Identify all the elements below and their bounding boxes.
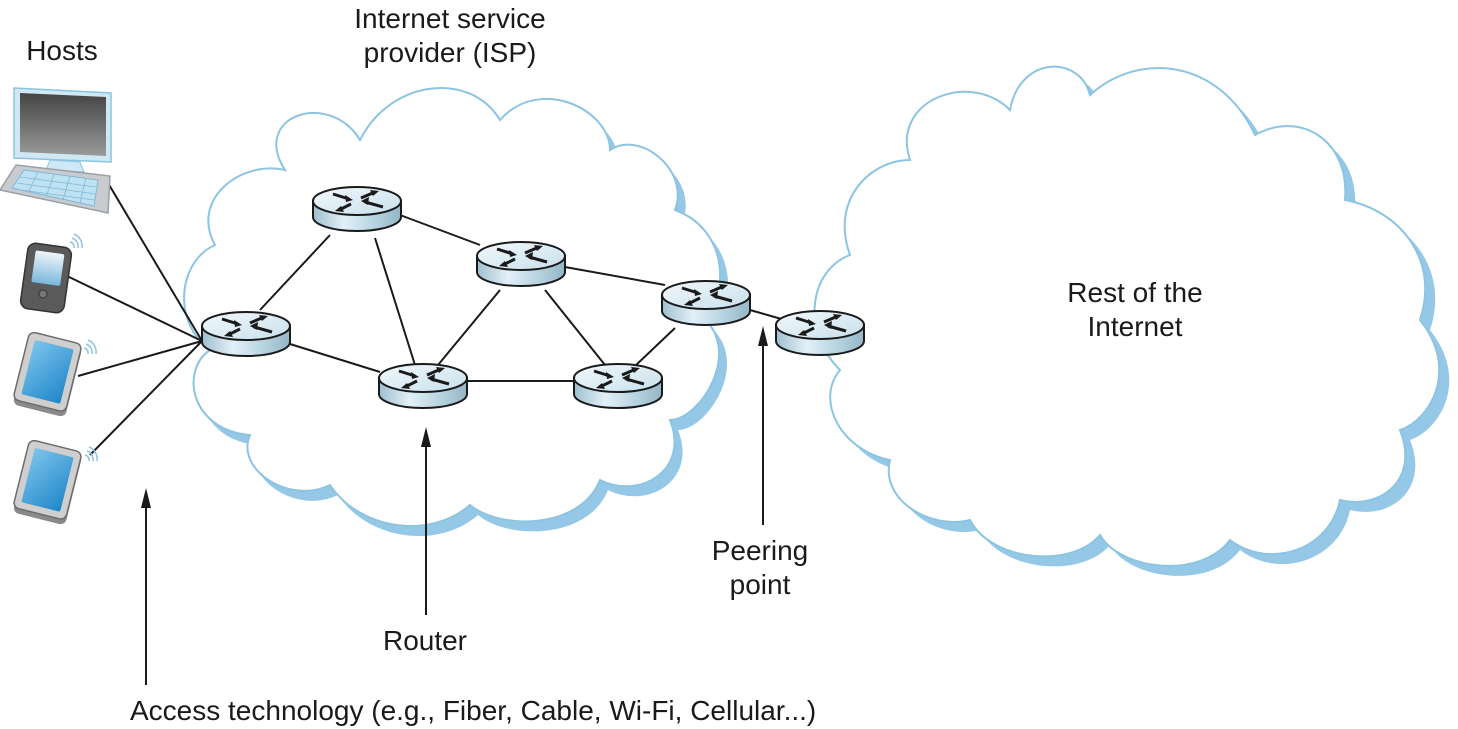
router-mid[interactable] xyxy=(475,240,567,288)
link-top-mid xyxy=(399,214,481,246)
link-mid-right xyxy=(564,266,666,286)
isp-label-line2: provider (ISP) xyxy=(363,37,537,68)
router-peer[interactable] xyxy=(774,309,866,357)
isp-label: Internet service provider (ISP) xyxy=(300,2,600,70)
router-arrow-head xyxy=(421,427,431,447)
link-edge-top xyxy=(259,234,331,311)
desktop-computer-icon[interactable] xyxy=(0,87,112,214)
link-right-peer xyxy=(749,309,786,321)
link-mid-bottomright xyxy=(544,289,606,366)
rest-label-line1: Rest of the xyxy=(1067,277,1203,308)
link-bottomright-right xyxy=(634,327,676,367)
router-bottom-right[interactable] xyxy=(572,362,664,410)
link-mid-bottom xyxy=(437,289,501,366)
tablet-icon[interactable] xyxy=(11,438,98,527)
peering-point-label: Peering point xyxy=(680,534,840,602)
isp-label-line1: Internet service xyxy=(354,3,546,34)
peering-arrow-head xyxy=(758,326,768,346)
hosts-label: Hosts xyxy=(26,35,98,66)
links xyxy=(66,182,786,456)
access-technology-label: Access technology (e.g., Fiber, Cable, W… xyxy=(130,695,817,726)
router-edge[interactable] xyxy=(200,310,292,358)
link-top-bottom xyxy=(374,237,416,366)
router-label: Router xyxy=(382,625,468,656)
isp-cloud xyxy=(183,87,729,537)
peering-label-line1: Peering xyxy=(711,535,809,566)
rest-of-internet-label: Rest of the Internet xyxy=(1010,276,1260,344)
access-arrow-head xyxy=(141,488,151,508)
link-phone-edge xyxy=(66,275,203,342)
arrows xyxy=(141,326,768,685)
peering-label-line2: point xyxy=(729,569,791,600)
tablet-icon[interactable] xyxy=(11,330,97,419)
rest-label-line2: Internet xyxy=(1087,311,1183,342)
link-edge-bottom xyxy=(289,343,381,373)
link-desktop-edge xyxy=(107,182,203,342)
link-tablet2-edge xyxy=(89,340,203,456)
router-right[interactable] xyxy=(660,279,752,327)
mobile-phone-icon[interactable] xyxy=(19,233,83,314)
router-top[interactable] xyxy=(311,185,403,233)
rest-of-internet-cloud xyxy=(813,65,1450,576)
router-bottom[interactable] xyxy=(377,362,469,410)
link-tablet1-edge xyxy=(77,340,203,377)
